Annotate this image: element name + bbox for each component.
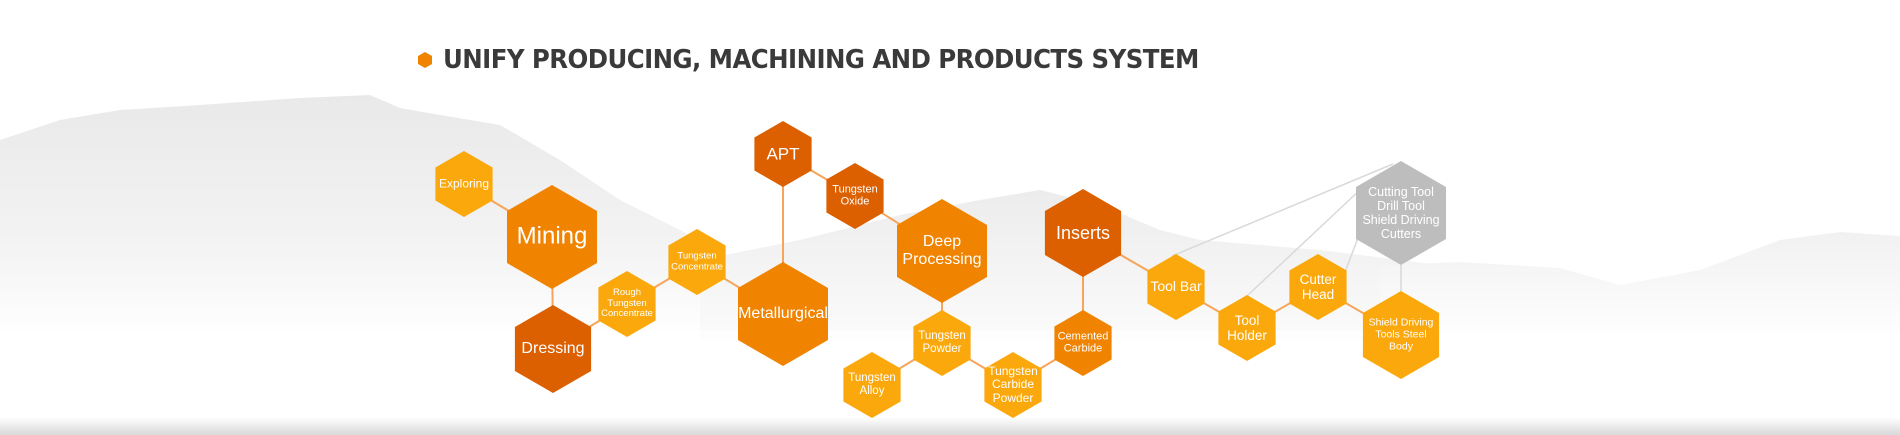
- hex-node-mining: [507, 185, 597, 289]
- hex-node-inserts: [1044, 189, 1122, 277]
- hex-node-apt: [754, 121, 812, 187]
- hex-node-rough-tungsten-concentrate: [598, 271, 656, 337]
- hex-node-exploring: [435, 151, 493, 217]
- hex-node-cutter-head: [1289, 254, 1347, 320]
- hex-node-metallurgical: [738, 262, 828, 366]
- hex-node-tungsten-concentrate: [668, 229, 726, 295]
- connector-cutting-tools-group-to-cutter-head: [1344, 237, 1359, 273]
- page-title: UNIFY PRODUCING, MACHINING AND PRODUCTS …: [418, 43, 1247, 77]
- hex-node-dressing: [514, 305, 592, 393]
- hex-node-tungsten-powder: [913, 310, 971, 376]
- hex-node-cemented-carbide: [1054, 310, 1112, 376]
- hex-node-tungsten-oxide: [826, 163, 884, 229]
- connector-cutting-tools-group-to-tool-holder: [1246, 187, 1363, 297]
- bottom-shade: [0, 417, 1900, 435]
- hex-node-cutting-tools-group: [1356, 161, 1446, 265]
- title-text: UNIFY PRODUCING, MACHINING AND PRODUCTS …: [443, 45, 1199, 75]
- mountain-right: [1380, 232, 1900, 345]
- hex-node-tool-bar: [1147, 254, 1205, 320]
- hex-node-tungsten-carbide-powder: [984, 352, 1042, 418]
- hex-node-shield-driving-tools-steel-body: [1362, 291, 1440, 379]
- connector-cutting-tools-group-to-tool-bar: [1171, 163, 1394, 257]
- hex-node-tungsten-alloy: [843, 352, 901, 418]
- watermark: 昵图网 www.nipic.com: [20, 327, 369, 360]
- mountain-far-left: [0, 95, 800, 340]
- hexagon-bullet-icon: [418, 52, 432, 68]
- hex-node-deep-processing: [897, 199, 987, 303]
- hex-node-tool-holder: [1218, 295, 1276, 361]
